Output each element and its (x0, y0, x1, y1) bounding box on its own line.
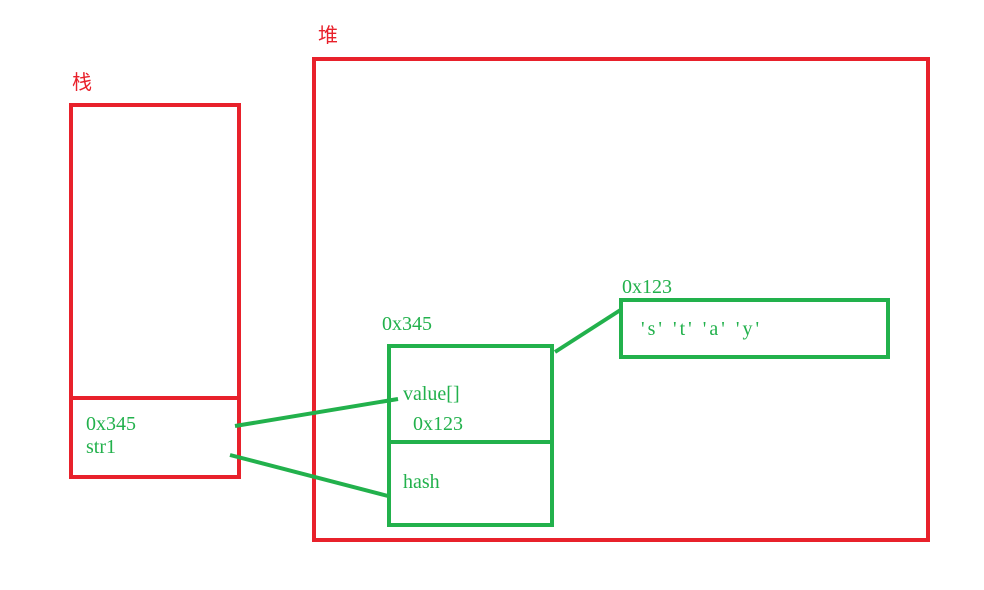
value-field-label: value[] (403, 383, 460, 405)
heap-frame (312, 57, 930, 542)
char-array-address: 0x123 (622, 276, 672, 298)
string-object-box (387, 344, 554, 527)
value-field-reference: 0x123 (413, 413, 463, 435)
stack-frame (69, 103, 241, 479)
stack-slot-variable: str1 (86, 436, 116, 458)
char-array-box (619, 298, 890, 359)
stack-title: 栈 (72, 70, 92, 94)
heap-title: 堆 (318, 23, 338, 47)
stack-slot-address: 0x345 (86, 413, 136, 435)
stack-to-value-line (234, 397, 399, 428)
hash-field-label: hash (403, 471, 440, 493)
char-array-contents: 's' 't' 'a' 'y' (641, 318, 762, 340)
string-object-address: 0x345 (382, 313, 432, 335)
stack-to-hash-line (229, 453, 389, 498)
value-to-char-array-line (553, 307, 624, 354)
